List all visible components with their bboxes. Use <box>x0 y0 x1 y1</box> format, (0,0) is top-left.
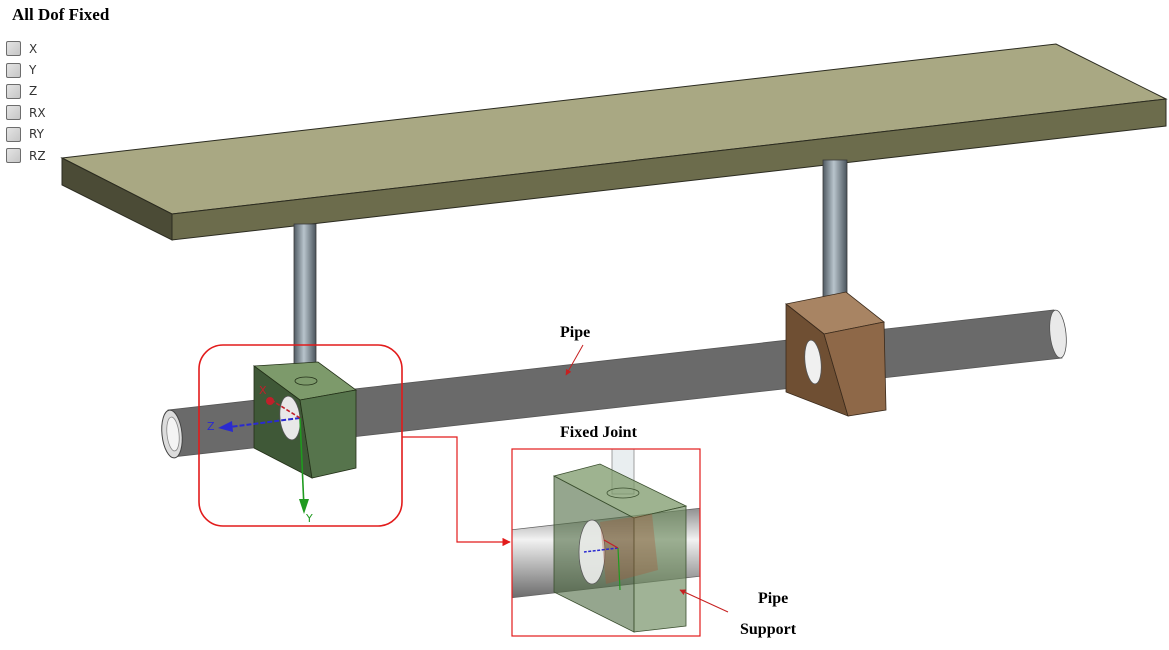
fixed-joint-label: Fixed Joint <box>560 424 638 441</box>
rod-footprint-left <box>294 376 318 386</box>
support-left-front <box>299 389 357 479</box>
fixed-joint-highlight[interactable] <box>198 344 403 527</box>
inset-axis-y <box>617 547 621 591</box>
dof-label-y: Y <box>29 63 37 78</box>
pipe-label-pointer <box>565 344 584 376</box>
pipe-far-end <box>1049 309 1067 359</box>
dof-label-x: X <box>29 41 38 56</box>
dof-checkbox-y[interactable] <box>6 62 21 78</box>
axis-z-line <box>221 417 301 429</box>
dof-label-z: Z <box>29 84 38 99</box>
axis-x-marker <box>266 397 274 405</box>
dof-label-ry: RY <box>29 127 44 142</box>
dof-item-z[interactable]: Z <box>6 81 46 102</box>
fixed-joint-detail-inset[interactable] <box>510 448 702 637</box>
pipe-near-end-bore <box>166 416 180 452</box>
dof-label-rz: RZ <box>29 148 46 163</box>
inset-rod-footprint <box>606 487 640 499</box>
inset-pipe-bore <box>578 519 606 585</box>
pipe-support-right[interactable] <box>785 291 887 417</box>
dof-item-rx[interactable]: RX <box>6 102 46 123</box>
axis-z-arrowhead <box>218 421 233 432</box>
axis-y-line <box>299 417 305 509</box>
pipe-support-label-line1: Pipe <box>758 590 788 607</box>
hanger-rod-left[interactable] <box>293 223 317 385</box>
axis-z-label: Z <box>207 420 215 433</box>
dof-checkbox-ry[interactable] <box>6 126 21 142</box>
inset-support-front <box>633 505 687 633</box>
pipe-support-left[interactable] <box>252 361 357 479</box>
pipe-label: Pipe <box>560 324 590 341</box>
legend-title: All Dof Fixed <box>12 5 110 24</box>
support-left-bore <box>279 395 301 441</box>
support-right-pipe-collar <box>804 339 822 385</box>
pipe-support-pointer <box>679 589 729 613</box>
axis-x-label: X <box>259 384 267 397</box>
joint-coordinate-triad: Z Y X <box>207 384 313 525</box>
plate-side-face <box>61 157 173 241</box>
dof-item-y[interactable]: Y <box>6 59 46 80</box>
inset-axis-x <box>603 539 619 549</box>
inset-pipe-inside <box>600 514 658 584</box>
axis-y-label: Y <box>305 512 313 525</box>
dof-checkbox-rz[interactable] <box>6 148 21 164</box>
ceiling-plate[interactable] <box>60 43 1168 241</box>
axis-y-arrowhead <box>299 499 309 514</box>
inset-frame <box>511 448 701 637</box>
dof-item-rz[interactable]: RZ <box>6 145 46 166</box>
dof-checkbox-x[interactable] <box>6 41 21 57</box>
inset-leader-line <box>402 436 511 547</box>
dof-checkbox-list: X Y Z RX RY RZ <box>6 38 46 166</box>
inset-axis-z <box>583 547 619 553</box>
dof-checkbox-z[interactable] <box>6 83 21 99</box>
dof-item-x[interactable]: X <box>6 38 46 59</box>
dof-item-ry[interactable]: RY <box>6 124 46 145</box>
dof-checkbox-rx[interactable] <box>6 105 21 121</box>
pipe-support-label-line2: Support <box>740 621 797 638</box>
dof-label-rx: RX <box>29 105 46 120</box>
support-right-front <box>823 321 887 417</box>
